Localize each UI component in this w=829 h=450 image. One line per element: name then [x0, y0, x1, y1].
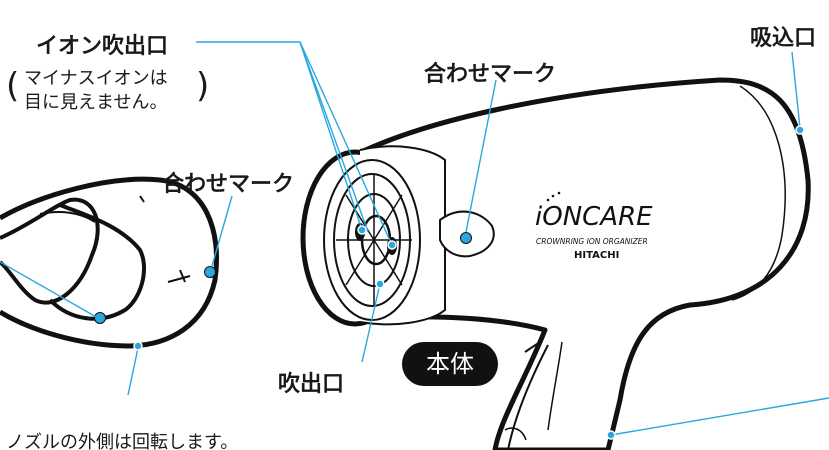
leader-ion-outlet-2 — [299, 41, 369, 233]
label-align-mark-body: 合わせマーク — [424, 62, 557, 87]
label-outlet: 吹出口 — [278, 372, 345, 397]
label-ion-outlet: イオン吹出口 — [36, 34, 169, 59]
leader-outlet — [361, 283, 381, 363]
label-nozzle-note: ノズルの外側は回転します。 — [6, 432, 239, 450]
label-ion-note-2: 目に見えません。 — [24, 92, 168, 113]
leader-handle — [610, 397, 829, 436]
nozzle — [0, 176, 219, 349]
leader-align-body — [465, 79, 497, 233]
brand-sub: CROWNRING ION ORGANIZER — [536, 237, 648, 246]
label-align-mark-nozzle: 合わせマーク — [162, 172, 295, 197]
paren-open: ( — [6, 66, 20, 106]
body-badge: 本体 — [402, 342, 498, 386]
paren-close: ) — [196, 66, 210, 106]
brand-logo: iONCARE — [535, 202, 653, 232]
label-ion-note-1: マイナスイオンは — [24, 68, 168, 89]
label-intake: 吸込口 — [750, 26, 817, 51]
leader-intake — [791, 51, 801, 129]
brand-maker: HITACHI — [574, 250, 619, 261]
leader-nozzle-inner — [0, 261, 99, 319]
dryer-body — [342, 77, 811, 450]
leader-align-nozzle — [211, 195, 233, 267]
leader-nozzle-outer — [127, 347, 139, 396]
